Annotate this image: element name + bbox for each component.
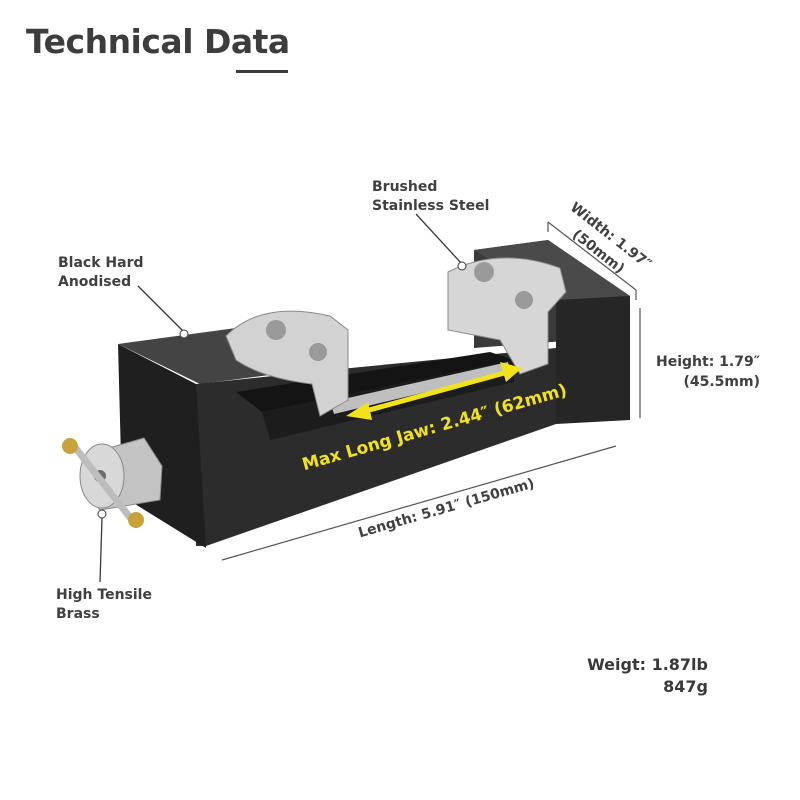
callout-steel-line1: Brushed	[372, 179, 438, 195]
weight-imperial: Weigt: 1.87lb	[587, 655, 708, 674]
callout-anodised: Black Hard Anodised	[58, 254, 144, 292]
steel-jaws	[225, 257, 567, 417]
jaw-arrow	[346, 362, 522, 420]
title-underline	[236, 70, 288, 73]
vise-body	[118, 240, 630, 548]
dimension-height-metric: (45.5mm)	[683, 374, 760, 390]
callout-steel-line2: Stainless Steel	[372, 198, 490, 214]
dimension-height: Height: 1.79″ (45.5mm)	[656, 352, 760, 392]
vise-handle	[62, 437, 163, 528]
callout-brass-line1: High Tensile	[56, 587, 152, 603]
dimension-lines	[221, 221, 641, 561]
callout-anodised-line1: Black Hard	[58, 255, 144, 271]
callout-dots	[97, 261, 467, 519]
callout-brass: High Tensile Brass	[56, 586, 152, 624]
callout-brass-line2: Brass	[56, 606, 100, 622]
callout-steel: Brushed Stainless Steel	[372, 178, 489, 216]
page-title: Technical Data	[26, 22, 290, 61]
dimension-height-imperial: Height: 1.79″	[656, 354, 760, 370]
callout-leaders	[99, 213, 463, 583]
weight-spec: Weigt: 1.87lb 847g	[587, 654, 708, 698]
weight-metric: 847g	[663, 677, 708, 696]
callout-anodised-line2: Anodised	[58, 274, 132, 290]
